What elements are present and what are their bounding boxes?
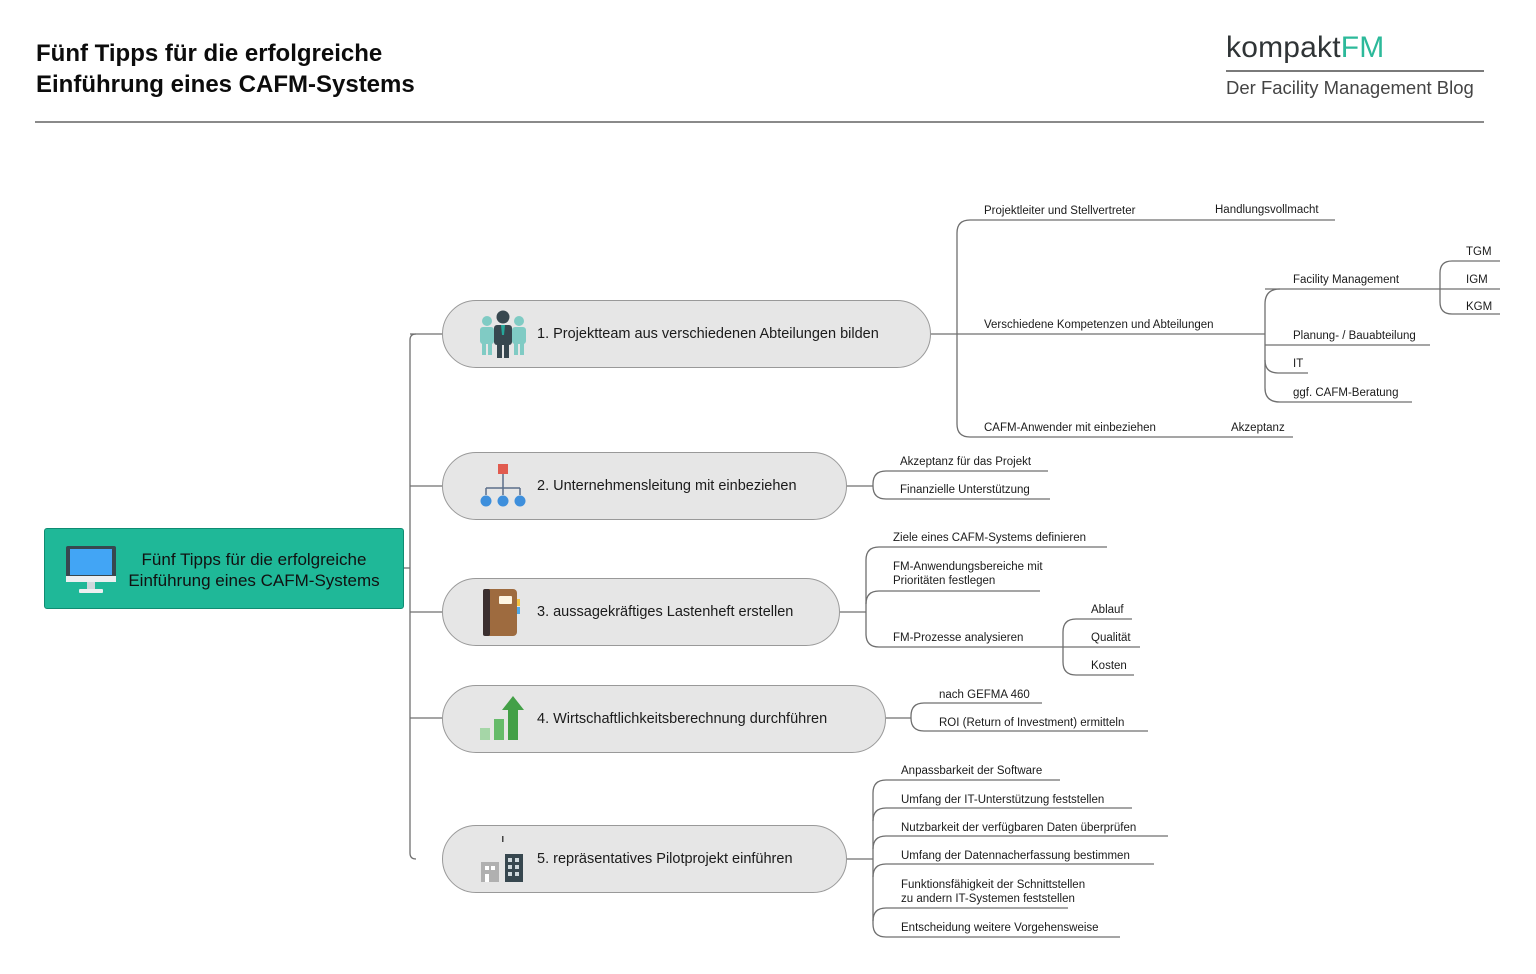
page-title-line1: Fünf Tipps für die erfolgreiche bbox=[36, 40, 383, 67]
brand-divider bbox=[1226, 70, 1484, 72]
topic-5-child-5[interactable]: Funktionsfähigkeit der Schnittstellen zu… bbox=[901, 878, 1085, 906]
connector-t5-c5 bbox=[872, 907, 1068, 922]
topic-3-label: 3. aussagekräftiges Lastenheft erstellen bbox=[537, 604, 794, 620]
topic-5-child-1[interactable]: Anpassbarkeit der Software bbox=[901, 765, 1043, 777]
topic-3-child-3-sub-1[interactable]: Ablauf bbox=[1091, 604, 1124, 616]
topic-5-child-5-line1: Funktionsfähigkeit der Schnittstellen bbox=[901, 879, 1086, 891]
topic-5-child-5-line2: zu andern IT-Systemen feststellen bbox=[901, 893, 1075, 905]
growth-chart-icon bbox=[480, 696, 524, 740]
topic-1-child-2-sub-2[interactable]: Planung- / Bauabteilung bbox=[1293, 330, 1416, 342]
topic-4-label: 4. Wirtschaftlichkeitsberechnung durchfü… bbox=[537, 711, 828, 727]
connector-t1-c2-spine bbox=[1264, 288, 1281, 403]
topic-2[interactable]: 2. Unternehmensleitung mit einbeziehen bbox=[442, 452, 847, 520]
page-title: Fünf Tipps für die erfolgreiche Einführu… bbox=[36, 38, 415, 100]
brand-logo-part2: FM bbox=[1340, 31, 1385, 64]
topic-3-child-3-sub-3[interactable]: Kosten bbox=[1091, 660, 1127, 672]
topic-3-child-2[interactable]: FM-Anwendungsbereiche mit Prioritäten fe… bbox=[893, 560, 1043, 588]
central-topic-title: Fünf Tipps für die erfolgreiche Einführu… bbox=[123, 549, 385, 591]
topic-1-fm-sub-1[interactable]: TGM bbox=[1466, 246, 1492, 258]
notebook-icon bbox=[483, 589, 520, 636]
connector-t2-spine bbox=[872, 470, 887, 500]
topic-1[interactable]: 1. Projektteam aus verschiedenen Abteilu… bbox=[442, 300, 931, 368]
connector-t1-spine bbox=[956, 219, 971, 438]
topic-3[interactable]: 3. aussagekräftiges Lastenheft erstellen bbox=[442, 578, 840, 646]
computer-monitor-icon bbox=[66, 546, 116, 593]
topic-1-label: 1. Projektteam aus verschiedenen Abteilu… bbox=[537, 326, 879, 342]
topic-2-child-1[interactable]: Akzeptanz für das Projekt bbox=[900, 456, 1032, 468]
topic-3-child-3[interactable]: FM-Prozesse analysieren bbox=[893, 632, 1024, 644]
brand-logo: kompaktFM bbox=[1226, 30, 1484, 66]
buildings-icon bbox=[481, 836, 523, 882]
topic-5-child-6[interactable]: Entscheidung weitere Vorgehensweise bbox=[901, 922, 1099, 934]
central-topic-line2: Einführung eines CAFM-Systems bbox=[128, 571, 380, 590]
topic-1-child-1[interactable]: Projektleiter und Stellvertreter bbox=[984, 205, 1136, 217]
topic-1-fm-sub-3[interactable]: KGM bbox=[1466, 301, 1493, 313]
topic-4-child-2[interactable]: ROI (Return of Investment) ermitteln bbox=[939, 717, 1125, 729]
team-icon bbox=[480, 310, 526, 358]
org-chart-icon bbox=[480, 464, 526, 507]
connector-t4-spine bbox=[910, 702, 925, 732]
brand-logo-part1: kompakt bbox=[1226, 31, 1341, 64]
central-topic[interactable]: Fünf Tipps für die erfolgreiche Einführu… bbox=[44, 528, 404, 609]
page-title-line2: Einführung eines CAFM-Systems bbox=[36, 71, 415, 98]
topic-2-label: 2. Unternehmensleitung mit einbeziehen bbox=[537, 478, 797, 494]
topic-1-child-2-sub-4[interactable]: ggf. CAFM-Beratung bbox=[1293, 387, 1399, 399]
connector-t5-c3 bbox=[872, 835, 1168, 850]
topic-4[interactable]: 4. Wirtschaftlichkeitsberechnung durchfü… bbox=[442, 685, 886, 753]
topic-4-child-1[interactable]: nach GEFMA 460 bbox=[939, 689, 1030, 701]
topic-1-child-3-sub-1[interactable]: Akzeptanz bbox=[1231, 422, 1285, 434]
topic-3-child-1[interactable]: Ziele eines CAFM-Systems definieren bbox=[893, 532, 1087, 544]
topic-1-fm-sub-2[interactable]: IGM bbox=[1466, 274, 1488, 286]
topic-5-child-3[interactable]: Nutzbarkeit der verfügbaren Daten überpr… bbox=[901, 822, 1137, 834]
topic-3-child-2-line1: FM-Anwendungsbereiche mit bbox=[893, 561, 1043, 573]
connector-t5-c4 bbox=[872, 863, 1154, 878]
topic-5-child-4[interactable]: Umfang der Datennacherfassung bestimmen bbox=[901, 850, 1130, 862]
connector-t5-spine bbox=[872, 779, 887, 938]
connector-it-underline bbox=[1264, 359, 1308, 374]
header-divider bbox=[35, 121, 1484, 123]
topic-1-child-1-sub-1[interactable]: Handlungsvollmacht bbox=[1215, 204, 1319, 216]
topic-3-child-2-line2: Prioritäten festlegen bbox=[893, 575, 996, 587]
connector-trunk bbox=[409, 333, 417, 860]
topic-1-child-2-sub-1[interactable]: Facility Management bbox=[1293, 274, 1400, 286]
connector-t3-spine bbox=[865, 546, 880, 648]
topic-1-child-3[interactable]: CAFM-Anwender mit einbeziehen bbox=[984, 422, 1156, 434]
topic-1-child-2[interactable]: Verschiedene Kompetenzen und Abteilungen bbox=[984, 319, 1214, 331]
central-topic-line1: Fünf Tipps für die erfolgreiche bbox=[141, 550, 367, 569]
topic-2-child-2[interactable]: Finanzielle Unterstützung bbox=[900, 484, 1030, 496]
topic-1-child-2-sub-3[interactable]: IT bbox=[1293, 358, 1304, 370]
topic-5-child-2[interactable]: Umfang der IT-Unterstützung feststellen bbox=[901, 794, 1105, 806]
connector-t5-c2 bbox=[872, 807, 1132, 822]
topic-5[interactable]: 5. repräsentatives Pilotprojekt einführe… bbox=[442, 825, 847, 893]
topic-3-child-3-sub-2[interactable]: Qualität bbox=[1091, 632, 1131, 644]
topic-5-label: 5. repräsentatives Pilotprojekt einführe… bbox=[537, 851, 793, 867]
connector-t3-c2 bbox=[865, 590, 1040, 605]
brand-tagline: Der Facility Management Blog bbox=[1226, 77, 1474, 98]
brand: kompaktFM Der Facility Management Blog bbox=[1226, 30, 1484, 99]
connector-fm-spine bbox=[1439, 260, 1453, 315]
